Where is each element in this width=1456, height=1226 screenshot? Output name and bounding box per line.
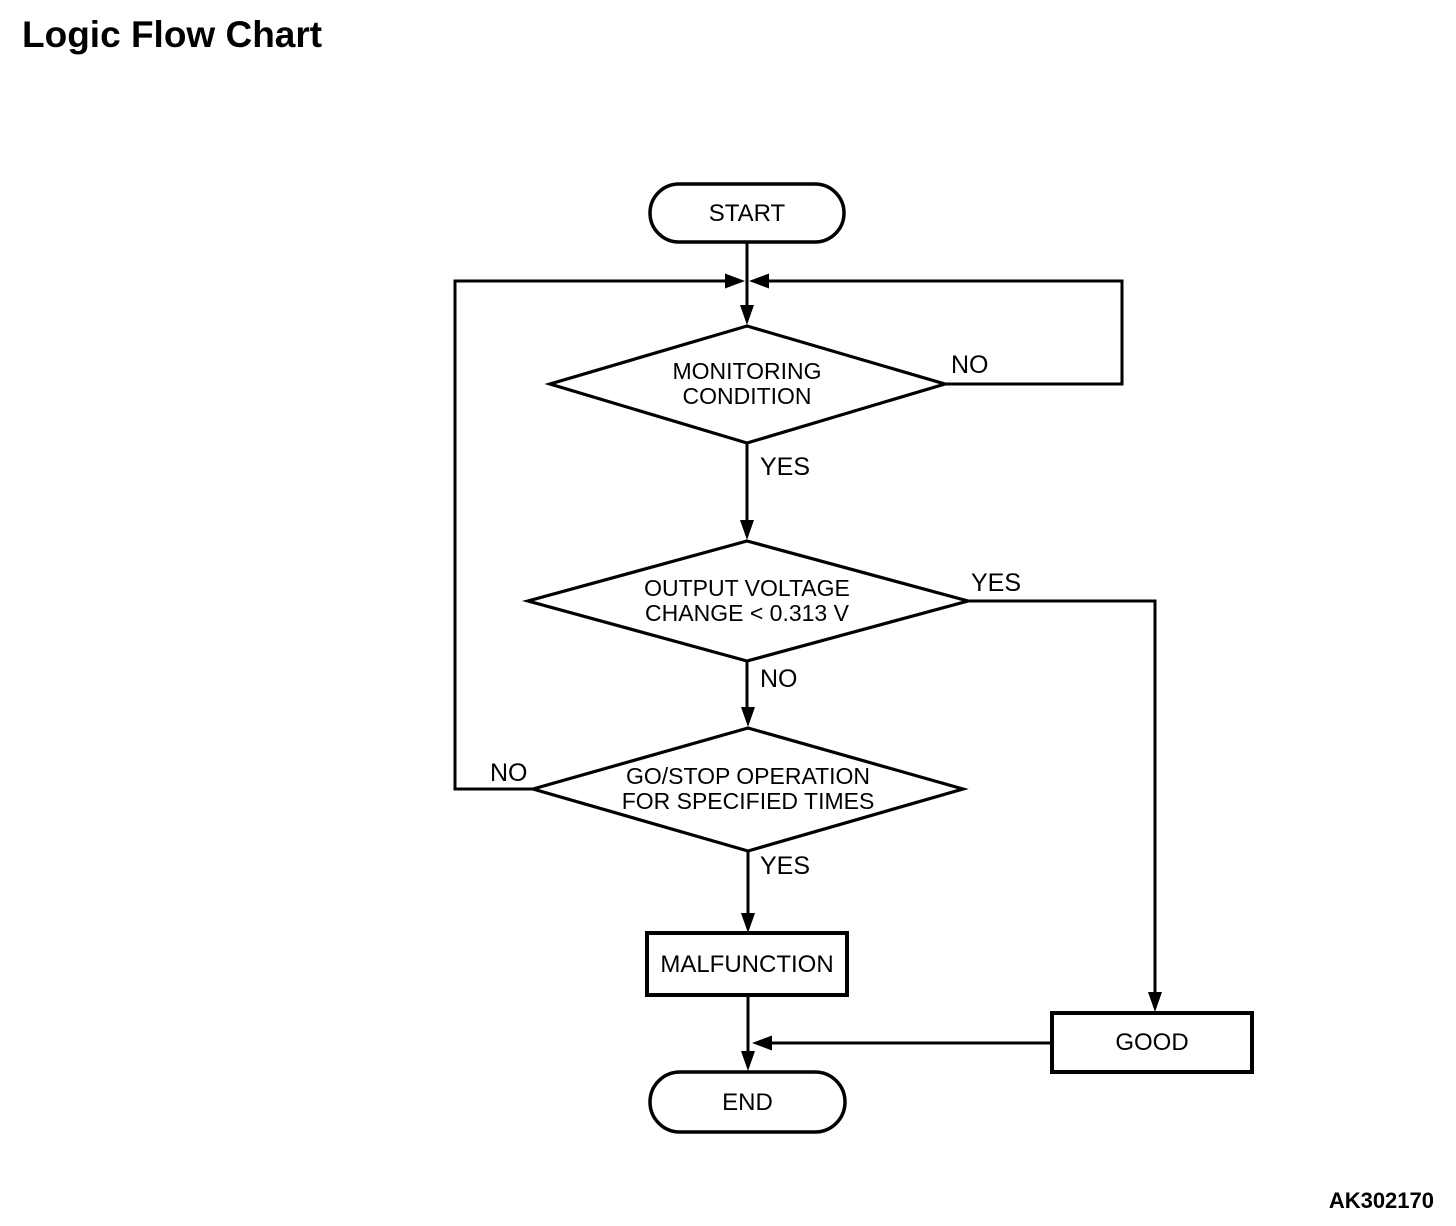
gostop-node-label-line1: GO/STOP OPERATION [625, 763, 871, 789]
voltage-node-label-line1: OUTPUT VOLTAGE [644, 575, 850, 601]
page-title: Logic Flow Chart [22, 14, 323, 55]
gostop-diamond-shape [527, 726, 969, 853]
arrowhead-into-voltage [740, 520, 754, 540]
arrowhead-into-end [741, 1051, 755, 1071]
edge-monitoring-no-loop-line [767, 279, 1124, 386]
good-node-label: GOOD [1115, 1029, 1189, 1056]
end-node-label: END [722, 1088, 773, 1116]
gostop-node-label: GO/STOP OPERATION FOR SPECIFIED TIMES [538, 762, 958, 816]
arrowhead-good-merge [752, 1035, 772, 1051]
edge-voltage-yes-line [968, 599, 1157, 995]
edge-label-voltage-no: NO [760, 665, 798, 693]
start-node-label: START [708, 199, 786, 227]
voltage-diamond-shape [521, 539, 975, 663]
drawing-code: AK302170 [1328, 1188, 1434, 1213]
edge-gostop-no-loop-line [453, 279, 727, 791]
arrowhead-into-malfunction [741, 913, 755, 933]
edge-label-gostop-no: NO [490, 759, 528, 787]
start-node-shape [648, 182, 846, 244]
edge-label-monitoring-no: NO [951, 351, 989, 379]
monitoring-diamond-shape [544, 324, 951, 445]
arrowhead-into-good [1148, 992, 1162, 1012]
voltage-node-label: OUTPUT VOLTAGE CHANGE < 0.313 V [552, 574, 942, 628]
edge-label-voltage-yes: YES [971, 569, 1022, 597]
gostop-node-label-line2: FOR SPECIFIED TIMES [621, 788, 875, 814]
arrowhead-junction-from-right [749, 273, 769, 289]
monitoring-node-label-line1: MONITORING [672, 358, 822, 384]
monitoring-node-label: MONITORING CONDITION [552, 357, 942, 411]
monitoring-node-label-line2: CONDITION [682, 383, 812, 409]
edge-label-gostop-yes: YES [760, 852, 811, 880]
end-node-shape [648, 1070, 847, 1134]
malfunction-node-label: MALFUNCTION [660, 950, 834, 978]
edge-label-monitoring-yes: YES [760, 453, 811, 481]
arrowhead-junction-from-left [725, 273, 745, 289]
arrowhead-into-monitoring [740, 305, 754, 325]
arrowhead-into-gostop [741, 707, 755, 727]
malfunction-box-shape [645, 931, 849, 997]
voltage-node-label-line2: CHANGE < 0.313 V [645, 600, 849, 626]
good-box-shape [1050, 1011, 1254, 1074]
